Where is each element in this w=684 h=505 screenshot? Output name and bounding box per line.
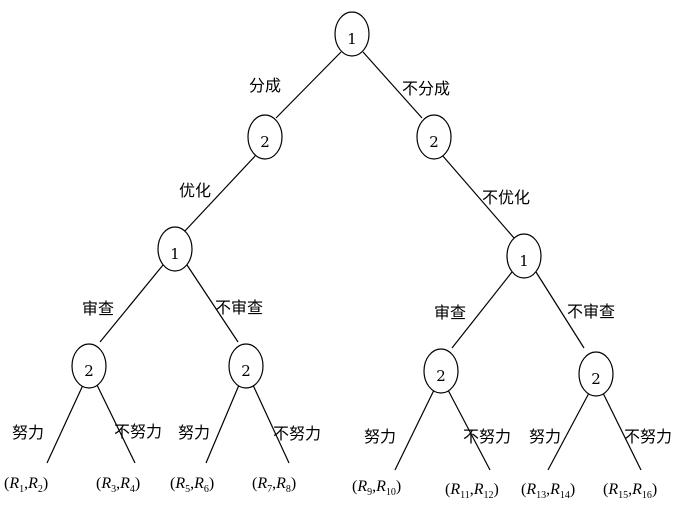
- label-effort-1: 努力: [12, 423, 44, 442]
- payoff-leaf-3: (R5,R6): [170, 475, 214, 495]
- decision-node-n2b: 2: [416, 114, 452, 160]
- label-review-left: 审查: [82, 299, 114, 318]
- node-player-label: 2: [84, 362, 94, 380]
- decision-node-n2c: 2: [71, 343, 107, 389]
- node-player-label: 1: [170, 245, 180, 263]
- label-no-effort-1: 不努力: [114, 422, 162, 441]
- node-player-label: 1: [347, 30, 357, 48]
- payoff-leaf-8: (R15,R16): [603, 481, 657, 501]
- tree-nodes: 1 2 2 1 1 2 2 2: [71, 11, 614, 397]
- edge-n1b-n2f: [535, 271, 585, 349]
- label-no-optimize: 不优化: [482, 188, 530, 207]
- edge-n1b-n2e: [451, 271, 513, 349]
- decision-node-n2a: 2: [247, 114, 283, 160]
- payoff-leaf-7: (R13,R14): [521, 481, 575, 501]
- edge-n1a-n2d: [186, 264, 239, 343]
- edge-n2f-leaf8: [602, 392, 642, 471]
- decision-node-n2f: 2: [578, 351, 614, 397]
- label-no-effort-2: 不努力: [273, 424, 321, 443]
- edge-root-n2b: [362, 51, 423, 119]
- edge-n2e-leaf6: [447, 389, 491, 471]
- node-player-label: 2: [429, 133, 439, 151]
- label-effort-4: 努力: [529, 427, 561, 446]
- label-no-review-right: 不审查: [567, 302, 615, 321]
- payoff-leaf-2: (R3,R4): [96, 475, 140, 495]
- payoff-leaf-1: (R1,R2): [4, 475, 48, 495]
- decision-node-root: 1: [334, 11, 370, 57]
- label-no-effort-3: 不努力: [463, 427, 511, 446]
- payoff-leaf-6: (R11,R12): [445, 481, 499, 501]
- decision-node-n1a: 1: [157, 226, 193, 272]
- node-player-label: 2: [260, 133, 270, 151]
- label-effort-3: 努力: [364, 427, 396, 446]
- payoff-leaf-4: (R7,R8): [252, 475, 296, 495]
- label-effort-2: 努力: [178, 423, 210, 442]
- edge-n2c-leaf2: [96, 384, 136, 464]
- edge-n2d-leaf4: [252, 384, 290, 464]
- payoff-leaf-5: (R9,R10): [352, 478, 401, 498]
- label-share: 分成: [249, 76, 281, 95]
- label-optimize: 优化: [179, 181, 211, 200]
- decision-node-n2d: 2: [228, 343, 264, 389]
- tree-edges: [46, 51, 642, 471]
- edge-n2e-leaf5: [394, 389, 435, 471]
- edge-labels: 分成 不分成 优化 不优化 审查 不审查 审查 不审查 努力 不努力 努力 不努…: [12, 76, 672, 446]
- label-no-share: 不分成: [402, 79, 450, 98]
- node-player-label: 2: [591, 370, 601, 388]
- edge-n2f-leaf7: [547, 392, 590, 471]
- node-player-label: 1: [519, 252, 529, 270]
- payoffs: (R1,R2) (R3,R4) (R5,R6) (R7,R8) (R9,R10)…: [4, 475, 657, 501]
- decision-node-n1b: 1: [506, 233, 542, 279]
- label-no-effort-4: 不努力: [624, 427, 672, 446]
- edge-n2b-n1b: [441, 154, 515, 239]
- node-player-label: 2: [241, 362, 251, 380]
- label-review-right: 审查: [434, 303, 466, 322]
- edge-n1a-n2c: [99, 264, 164, 343]
- edge-n2c-leaf1: [46, 384, 84, 464]
- edge-n2d-leaf3: [205, 384, 240, 464]
- node-player-label: 2: [436, 367, 446, 385]
- decision-node-n2e: 2: [423, 348, 459, 394]
- label-no-review-left: 不审查: [215, 298, 263, 317]
- edge-n2a-n1a: [183, 154, 257, 233]
- edge-root-n2a: [275, 51, 342, 119]
